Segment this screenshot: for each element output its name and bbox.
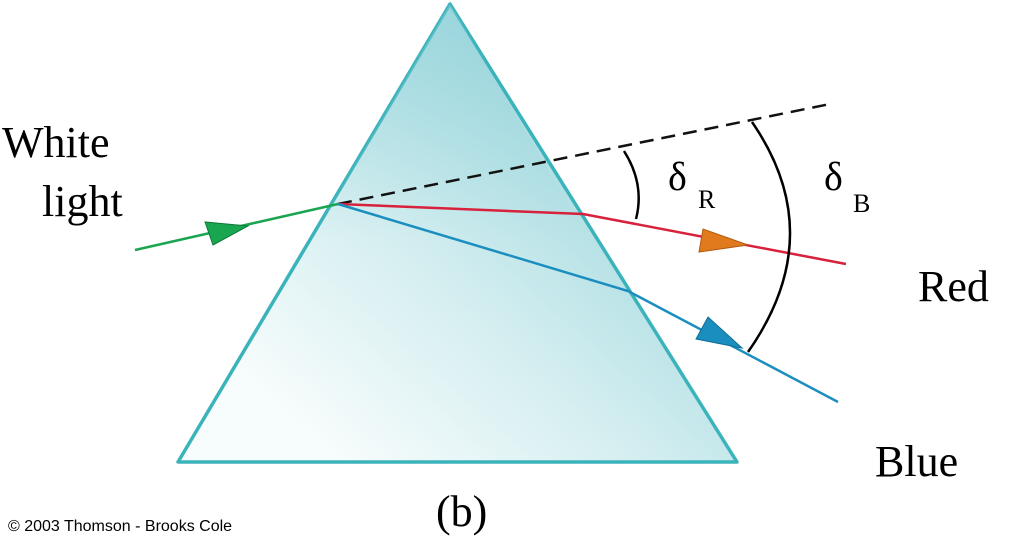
svg-text:R: R [698,185,716,214]
blue-ray [337,202,839,404]
red-ray-arrow-icon [698,228,749,253]
blue-label: Blue [875,437,958,486]
prism-top-shade [310,4,590,240]
svg-text:δ: δ [824,154,843,199]
white-light-label-line1: White [2,118,110,167]
undeviated-dashed-line [337,102,831,206]
white-light-label-line2: light [42,177,123,226]
blue-ray-arrow-icon [695,316,744,349]
svg-text:B: B [853,189,870,218]
delta-r-arc [622,150,640,220]
prism [176,2,739,464]
svg-text:δ: δ [668,154,687,199]
white-light-arrow-icon [204,221,250,246]
panel-label: (b) [436,487,487,536]
copyright-notice: © 2003 Thomson - Brooks Cole [8,518,233,535]
delta-b-label: δ B [824,154,870,218]
red-label: Red [918,262,989,311]
red-ray [337,202,847,266]
delta-b-arc [746,121,792,353]
delta-r-label: δ R [668,154,716,214]
white-light-ray [134,202,339,252]
